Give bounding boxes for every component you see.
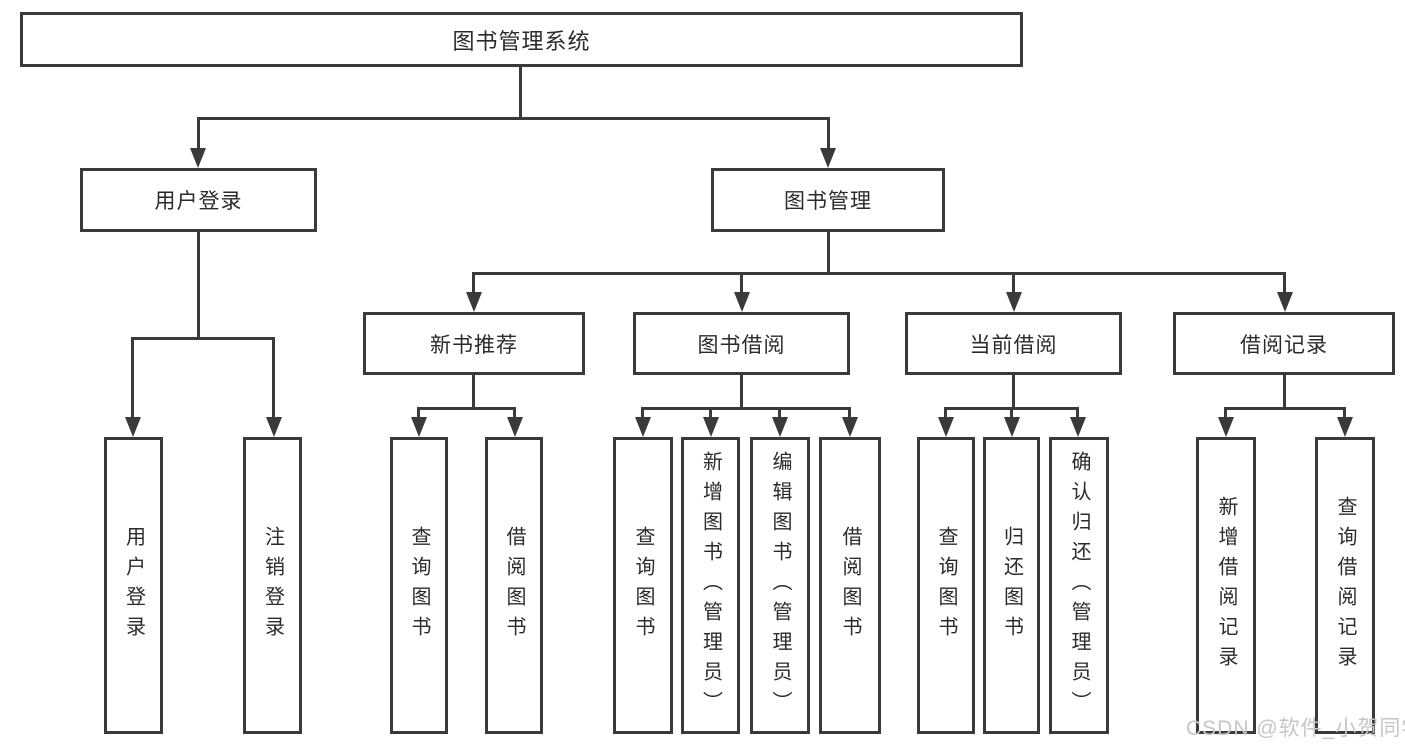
leaf-logout-label: 注销登录 (261, 525, 284, 646)
arrow-down-icon (1004, 417, 1020, 437)
leaf-return-book: 归还图书 (983, 437, 1040, 734)
connector-line (472, 272, 475, 294)
leaf-confirm-return-admin-label: 确认归还（管理员） (1068, 450, 1090, 721)
leaf-add-book-admin: 新增图书（管理员） (681, 437, 740, 734)
leaf-query-books-borrow-label: 查询图书 (632, 525, 654, 646)
arrow-down-icon (125, 417, 141, 437)
arrow-down-icon (1218, 417, 1234, 437)
leaf-return-book-label: 归还图书 (1000, 525, 1023, 646)
connector-line (197, 117, 830, 120)
connector-line (131, 337, 275, 340)
leaf-edit-book-admin: 编辑图书（管理员） (750, 437, 810, 734)
connector-line (417, 407, 516, 410)
connector-line (641, 407, 644, 419)
leaf-query-books-recommend: 查询图书 (390, 437, 448, 734)
arrow-down-icon (190, 148, 206, 168)
watermark: CSDN @软件_小贺同学 (1186, 717, 1405, 740)
node-current-borrow: 当前借阅 (905, 312, 1122, 375)
arrow-down-icon (1337, 417, 1353, 437)
arrow-down-icon (266, 417, 282, 437)
node-borrow-records: 借阅记录 (1173, 312, 1395, 375)
leaf-borrow-books-recommend: 借阅图书 (485, 437, 543, 734)
connector-line (740, 272, 743, 294)
leaf-borrow-books-recommend-label: 借阅图书 (503, 525, 525, 646)
connector-line (1076, 407, 1079, 419)
connector-line (778, 407, 781, 419)
connector-line (1283, 272, 1286, 294)
node-root: 图书管理系统 (20, 12, 1023, 67)
connector-line (1010, 407, 1013, 419)
arrow-down-icon (842, 417, 858, 437)
connector-line (641, 407, 851, 410)
connector-line (417, 407, 420, 419)
node-book-borrow: 图书借阅 (633, 312, 850, 375)
arrow-down-icon (734, 292, 750, 312)
connector-line (197, 232, 200, 337)
connector-line (1283, 375, 1286, 407)
leaf-user-login: 用户登录 (104, 437, 163, 734)
leaf-query-borrow-record-label: 查询借阅记录 (1334, 495, 1356, 676)
leaf-user-login-label: 用户登录 (122, 525, 145, 646)
arrow-down-icon (1277, 292, 1293, 312)
connector-line (740, 375, 743, 407)
leaf-query-books-current: 查询图书 (917, 437, 975, 734)
connector-line (1012, 375, 1015, 407)
connector-line (1012, 272, 1015, 294)
arrow-down-icon (820, 148, 836, 168)
node-new-book-recommend: 新书推荐 (363, 312, 585, 375)
connector-line (848, 407, 851, 419)
leaf-query-books-recommend-label: 查询图书 (408, 525, 430, 646)
arrow-down-icon (635, 417, 651, 437)
connector-line (197, 117, 200, 150)
leaf-confirm-return-admin: 确认归还（管理员） (1049, 437, 1109, 734)
connector-line (513, 407, 516, 419)
arrow-down-icon (466, 292, 482, 312)
leaf-borrow-books-borrow-label: 借阅图书 (839, 525, 861, 646)
connector-line (272, 337, 275, 417)
leaf-query-books-borrow: 查询图书 (613, 437, 673, 734)
connector-line (519, 67, 522, 117)
arrow-down-icon (772, 417, 788, 437)
connector-line (827, 117, 830, 150)
leaf-add-borrow-record-label: 新增借阅记录 (1215, 495, 1237, 676)
connector-line (1224, 407, 1346, 410)
node-book-management: 图书管理 (711, 168, 945, 232)
leaf-add-book-admin-label: 新增图书（管理员） (699, 450, 722, 721)
arrow-down-icon (411, 417, 427, 437)
connector-line (944, 407, 947, 419)
leaf-query-borrow-record: 查询借阅记录 (1315, 437, 1375, 734)
connector-line (472, 272, 1286, 275)
connector-line (827, 232, 830, 272)
arrow-down-icon (1006, 292, 1022, 312)
arrow-down-icon (507, 417, 523, 437)
connector-line (472, 375, 475, 407)
leaf-logout: 注销登录 (243, 437, 302, 734)
leaf-add-borrow-record: 新增借阅记录 (1196, 437, 1256, 734)
arrow-down-icon (1070, 417, 1086, 437)
connector-line (1343, 407, 1346, 419)
arrow-down-icon (938, 417, 954, 437)
leaf-borrow-books-borrow: 借阅图书 (819, 437, 881, 734)
connector-line (709, 407, 712, 419)
arrow-down-icon (703, 417, 719, 437)
connector-line (1224, 407, 1227, 419)
node-user-login: 用户登录 (80, 168, 317, 232)
leaf-query-books-current-label: 查询图书 (935, 525, 957, 646)
leaf-edit-book-admin-label: 编辑图书（管理员） (769, 450, 791, 721)
connector-line (131, 337, 134, 417)
